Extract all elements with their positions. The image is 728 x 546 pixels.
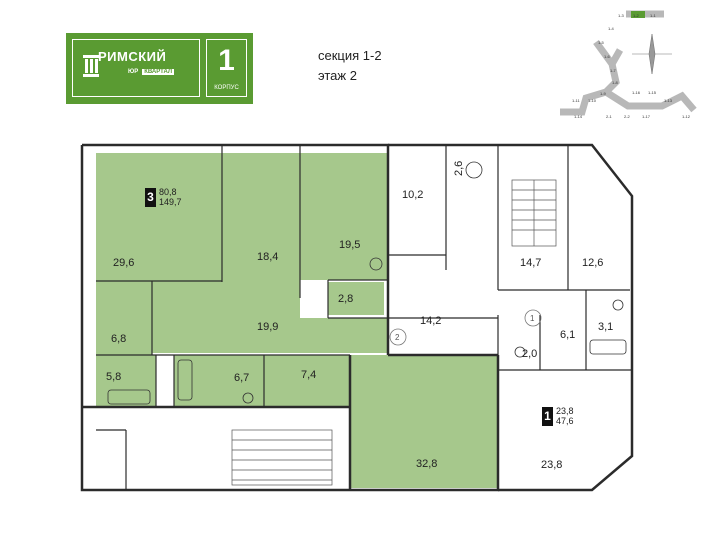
room-fill-6-8 xyxy=(96,281,152,355)
logo-sub-right: КВАРТАЛ xyxy=(142,69,175,75)
column-icon xyxy=(83,55,99,77)
logo-frame xyxy=(72,39,200,97)
staircase-right xyxy=(511,179,557,247)
room-area-23-8: 23,8 xyxy=(541,459,562,471)
marker-2: 2 xyxy=(395,333,400,342)
room-area-19-5: 19,5 xyxy=(339,239,360,251)
sink-icon xyxy=(242,392,254,404)
staircase-lower xyxy=(231,429,333,486)
room-area-12-6: 12,6 xyxy=(582,257,603,269)
room-fill-2-8 xyxy=(328,282,384,315)
room-area-14-2: 14,2 xyxy=(420,315,441,327)
room-fill-6-7 xyxy=(174,355,264,407)
apartment-living-area: 23,8 xyxy=(556,406,574,416)
logo-brand-name: РИМСКИЙ xyxy=(98,49,167,64)
room-area-6-8: 6,8 xyxy=(111,333,126,345)
bathtub-icon xyxy=(177,359,193,401)
apartment-total-area: 47,6 xyxy=(556,416,574,426)
toilet-icon xyxy=(465,161,483,179)
sink-icon xyxy=(369,257,383,271)
room-area-2-6: 2,6 xyxy=(453,161,465,176)
room-fill-32-8 xyxy=(350,355,498,488)
building-number: 1 xyxy=(218,44,235,77)
room-area-32-8: 32,8 xyxy=(416,458,437,470)
room-area-3-1: 3,1 xyxy=(598,321,613,333)
marker-circle xyxy=(389,328,407,346)
apartment-total-area: 149,7 xyxy=(159,197,182,207)
logo-sub-left: ЮР xyxy=(128,69,139,75)
apartment-number: 1 xyxy=(542,407,553,426)
room-area-6-1: 6,1 xyxy=(560,329,575,341)
toilet-icon xyxy=(612,299,624,311)
floor-title: этаж 2 xyxy=(318,68,357,83)
room-fill-18-4 xyxy=(222,153,300,298)
room-area-6-7: 6,7 xyxy=(234,372,249,384)
room-fill-29-6 xyxy=(96,153,222,281)
apartment-living-area: 80,8 xyxy=(159,187,177,197)
bathtub-icon xyxy=(589,339,627,355)
marker-circle xyxy=(524,309,542,327)
room-area-7-4: 7,4 xyxy=(301,369,316,381)
room-area-29-6: 29,6 xyxy=(113,257,134,269)
section-title: секция 1-2 xyxy=(318,48,382,63)
building-box: 1 КОРПУС xyxy=(206,39,247,97)
room-area-14-7: 14,7 xyxy=(520,257,541,269)
room-area-2-8: 2,8 xyxy=(338,293,353,305)
room-fill-19-9 xyxy=(152,281,388,353)
building-label: КОРПУС xyxy=(214,85,239,91)
room-fill-19-5 xyxy=(300,153,388,280)
apartment-number: 3 xyxy=(145,188,156,207)
bathtub-icon xyxy=(107,389,151,405)
toilet-icon xyxy=(514,346,526,358)
room-area-18-4: 18,4 xyxy=(257,251,278,263)
marker-1: 1 xyxy=(530,314,535,323)
room-fill-5-8 xyxy=(96,355,156,407)
room-fill-7-4 xyxy=(264,355,350,407)
room-area-5-8: 5,8 xyxy=(106,371,121,383)
room-area-10-2: 10,2 xyxy=(402,189,423,201)
room-area-19-9: 19,9 xyxy=(257,321,278,333)
room-area-2-0: 2,0 xyxy=(522,348,537,360)
